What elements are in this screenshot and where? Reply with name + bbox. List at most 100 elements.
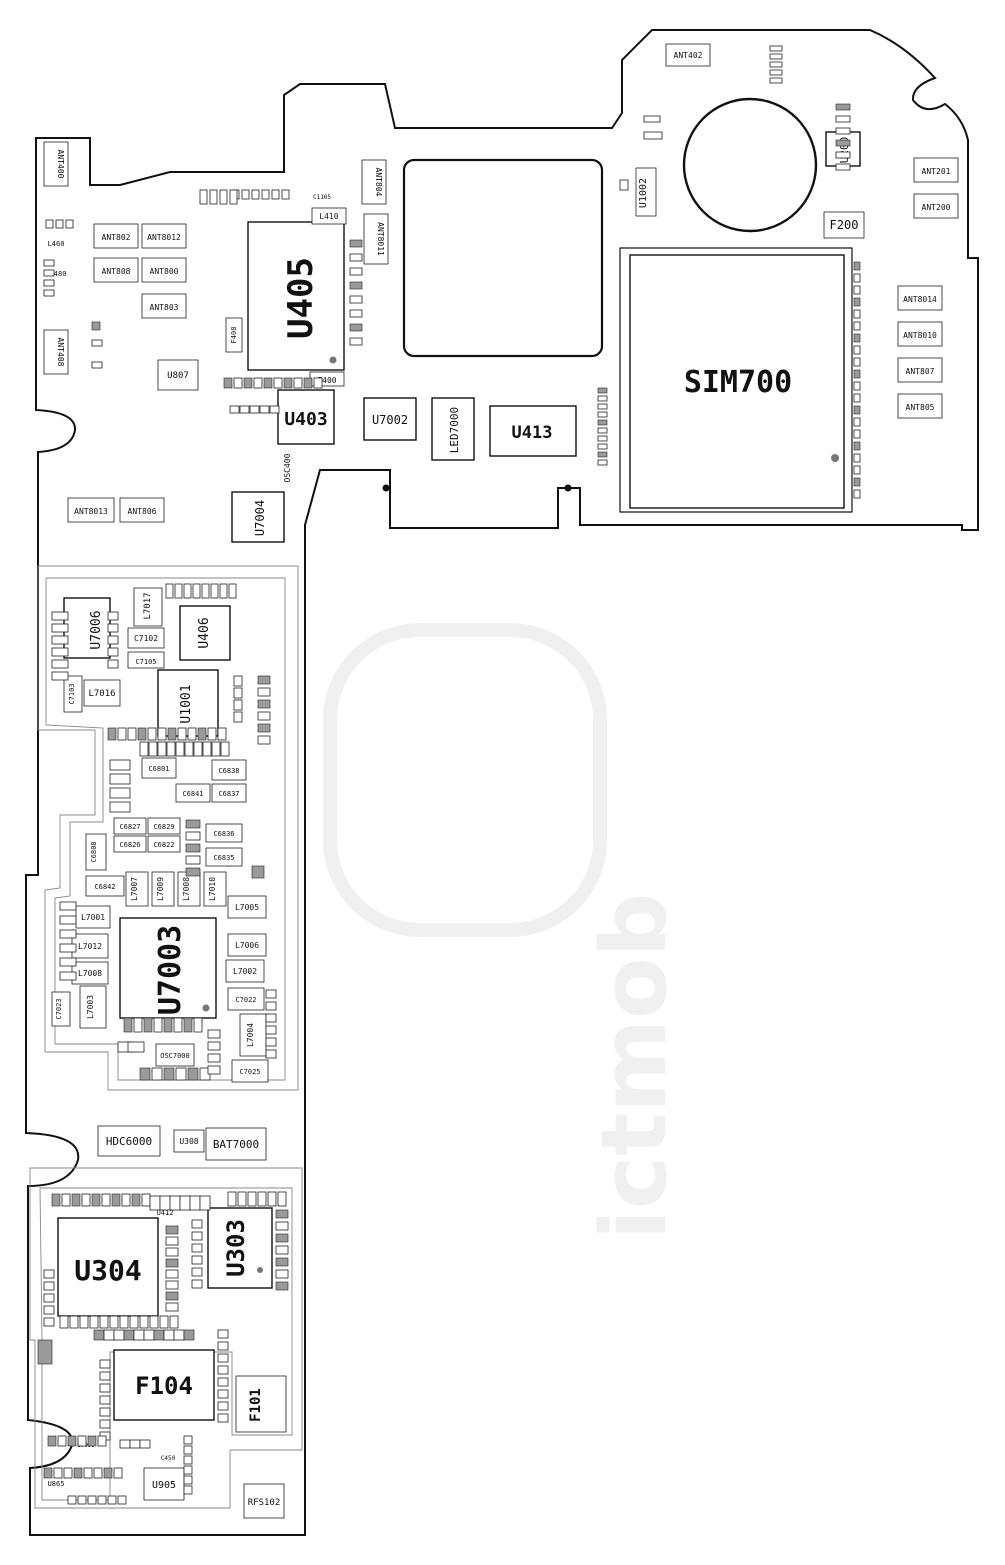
ant808-pad xyxy=(93,257,139,283)
antenna-pads: ANT402 ANT201 ANT200 ANT8014 ANT8010 ANT… xyxy=(43,43,959,523)
passive-pad xyxy=(173,1329,185,1341)
passive-pad xyxy=(835,151,851,159)
passive-pad xyxy=(207,1065,221,1075)
u807-label: U807 xyxy=(167,371,189,381)
passive-pad xyxy=(169,1195,181,1211)
passive-pad xyxy=(275,1269,289,1279)
passive-pad xyxy=(77,1495,87,1505)
passive-pad xyxy=(191,1231,203,1241)
passive-pad xyxy=(179,1195,191,1211)
passive-pad xyxy=(835,127,851,135)
passive-pad xyxy=(121,1193,131,1207)
passive-pad xyxy=(217,1365,229,1375)
l7017-pad xyxy=(133,587,163,627)
passive-pad xyxy=(185,867,201,877)
passive-pad xyxy=(43,1269,55,1279)
c7105-label: C7105 xyxy=(135,658,156,666)
c6822-pad xyxy=(147,835,181,853)
c6827-pad xyxy=(113,817,147,835)
passive-pad xyxy=(99,1407,111,1417)
passive-pad xyxy=(219,583,228,599)
l7017-label: L7017 xyxy=(143,592,153,619)
passive-pad xyxy=(143,1329,155,1341)
passive-pad xyxy=(163,1017,173,1033)
passive-pad xyxy=(303,377,313,389)
passive-pad xyxy=(149,1315,159,1329)
passive-pad xyxy=(263,377,273,389)
passive-pad xyxy=(37,1339,53,1365)
c6837-label: C6837 xyxy=(218,790,239,798)
ant8012-label: ANT8012 xyxy=(147,233,181,242)
passive-pad xyxy=(217,1341,229,1351)
passive-pad xyxy=(643,115,661,123)
f408-label: F408 xyxy=(230,327,238,344)
passive-pad xyxy=(853,285,861,295)
passive-pad xyxy=(349,309,363,318)
passive-pad xyxy=(281,189,290,200)
passive-pad xyxy=(193,741,203,757)
passive-pad xyxy=(183,1435,193,1445)
passive-pad xyxy=(43,1281,55,1291)
u406-label: U406 xyxy=(197,617,212,648)
u7003-label: U7003 xyxy=(153,925,188,1015)
c7023-label: C7023 xyxy=(55,998,63,1019)
osc7000-label: OSC7000 xyxy=(160,1052,190,1060)
l7012-label: L7012 xyxy=(78,942,102,951)
c6836-pad xyxy=(205,823,243,843)
passive-pad xyxy=(97,1435,107,1447)
u865-label: U865 xyxy=(48,1480,65,1488)
passive-pad xyxy=(265,1037,277,1047)
u480-label: U480 xyxy=(50,270,67,278)
passive-pad xyxy=(257,735,271,745)
passive-pad xyxy=(63,1467,73,1479)
passive-pad xyxy=(835,139,851,147)
c6838-label: C6838 xyxy=(218,767,239,775)
passive-pad xyxy=(111,1193,121,1207)
passive-pad xyxy=(313,377,323,389)
c6838-pad xyxy=(211,759,247,781)
osc7000-pad xyxy=(155,1043,195,1067)
u7006-chip xyxy=(63,597,111,659)
u807-chip xyxy=(157,359,199,391)
passive-pad xyxy=(43,259,55,267)
u405-label: U405 xyxy=(281,257,321,339)
c450-label: C450 xyxy=(161,1455,176,1462)
passive-pad xyxy=(165,1225,179,1235)
passive-pad xyxy=(349,337,363,346)
passive-pad xyxy=(273,377,283,389)
passive-pad xyxy=(265,1049,277,1059)
passive-pad xyxy=(184,741,194,757)
passive-pad xyxy=(853,477,861,487)
passive-pad xyxy=(59,957,77,967)
passive-pad xyxy=(141,1193,151,1207)
c6836-label: C6836 xyxy=(213,830,234,838)
l7002-pad xyxy=(225,959,265,983)
l7009-pad xyxy=(151,871,175,907)
passive-pad xyxy=(165,1269,179,1279)
passive-pad xyxy=(209,189,218,205)
passive-components xyxy=(37,45,861,1505)
ant402-pad xyxy=(665,43,711,67)
u403-label: U403 xyxy=(284,409,327,430)
passive-pad xyxy=(597,403,608,410)
passive-pad xyxy=(157,727,167,741)
passive-pad xyxy=(853,441,861,451)
passive-pad xyxy=(293,377,303,389)
passive-pad xyxy=(597,443,608,450)
passive-pad xyxy=(275,1281,289,1291)
passive-pad xyxy=(99,1371,111,1381)
passive-pad xyxy=(131,1193,141,1207)
passive-pad xyxy=(257,711,271,721)
ant408-pad xyxy=(43,329,69,375)
passive-pad xyxy=(219,189,228,205)
passive-pad xyxy=(239,405,250,414)
passive-pad xyxy=(103,1467,113,1479)
l7006-label: L7006 xyxy=(235,941,259,950)
passive-pad xyxy=(257,687,271,697)
passive-pad xyxy=(183,1017,193,1033)
passive-pad xyxy=(107,727,117,741)
passive-pad xyxy=(107,635,119,645)
passive-pad xyxy=(99,1315,109,1329)
passive-pad xyxy=(117,1495,127,1505)
passive-pad xyxy=(769,77,783,84)
